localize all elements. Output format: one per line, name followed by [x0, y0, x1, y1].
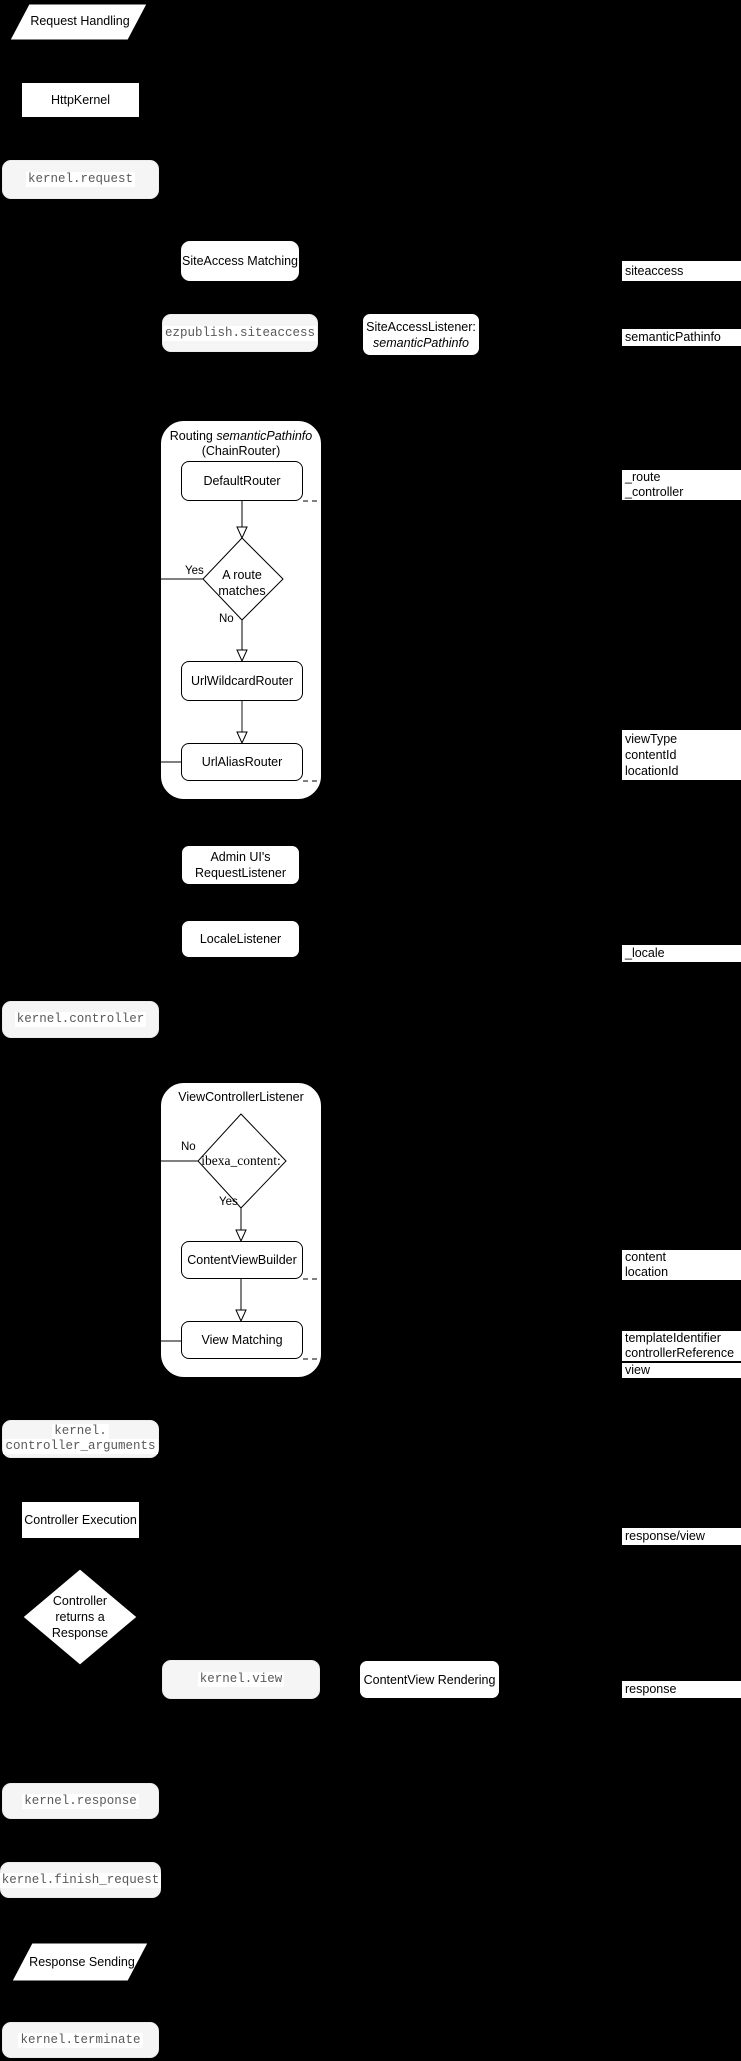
routing-container: Routing semanticPathinfo (ChainRouter) D…: [160, 420, 323, 800]
controller-returns-response-label: Controller returns a Response: [51, 1594, 109, 1640]
controller-returns-response-shape: [22, 1568, 138, 1666]
kernel-controller-event: kernel.controller: [2, 1001, 159, 1038]
ezpublish-siteaccess-event: ezpublish.siteaccess: [162, 314, 318, 352]
side-label-view: view: [622, 1363, 741, 1378]
side-label-template-controller-ref: templateIdentifier controllerReference: [622, 1331, 741, 1361]
kernel-response-event: kernel.response: [2, 1783, 159, 1819]
url-wildcard-router-node: UrlWildcardRouter: [181, 661, 303, 701]
response-sending-shape: [11, 1942, 149, 1982]
siteaccess-listener-node: SiteAccessListener: semanticPathinfo: [362, 313, 480, 356]
side-label-siteaccess: siteaccess: [622, 261, 741, 281]
kernel-view-event: kernel.view: [162, 1660, 320, 1699]
controller-execution-node: Controller Execution: [21, 1501, 140, 1539]
siteaccess-matching-node: SiteAccess Matching: [180, 240, 300, 282]
kernel-request-label: kernel.request: [25, 172, 136, 187]
ibexa-content-decision-label: ibexa_content:: [201, 1153, 281, 1168]
route-matches-decision-label: A route matches: [218, 568, 266, 598]
kernel-terminate-event: kernel.terminate: [2, 2022, 159, 2058]
view-matching-node: View Matching: [181, 1321, 303, 1359]
view-controller-listener-container: ViewControllerListener No ibexa_content:…: [160, 1082, 323, 1378]
request-handling-label: Request Handling: [30, 14, 130, 28]
siteaccess-listener-line1: SiteAccessListener:: [366, 319, 476, 334]
side-label-route-controller: _route _controller: [622, 470, 741, 500]
side-label-response-view: response/view: [622, 1528, 741, 1545]
route-matches-yes-label: Yes: [185, 565, 204, 577]
http-kernel-node: HttpKernel: [21, 82, 140, 118]
routing-title: Routing semanticPathinfo (ChainRouter): [169, 429, 313, 458]
content-view-builder-node: ContentViewBuilder: [181, 1241, 303, 1279]
side-label-content-location: content location: [622, 1250, 741, 1280]
vcl-connectors: [161, 1113, 323, 1360]
side-label-response: response: [622, 1681, 741, 1698]
url-alias-router-node: UrlAliasRouter: [181, 743, 303, 781]
side-label-view-params: viewType contentId locationId: [622, 730, 741, 780]
ibexa-content-yes-label: Yes: [219, 1196, 238, 1208]
kernel-controller-arguments-event: kernel. controller_arguments: [2, 1420, 159, 1458]
vcl-title: ViewControllerListener: [178, 1090, 304, 1104]
siteaccess-listener-line2: semanticPathinfo: [373, 335, 469, 350]
ezpublish-siteaccess-label: ezpublish.siteaccess: [162, 325, 318, 341]
side-label-locale: _locale: [622, 945, 741, 962]
admin-request-listener-node: Admin UI's RequestListener: [181, 845, 300, 885]
routing-connectors: [161, 500, 323, 782]
route-matches-no-label: No: [219, 613, 234, 625]
kernel-request-event: kernel.request: [2, 160, 159, 199]
locale-listener-node: LocaleListener: [181, 920, 300, 958]
ibexa-content-no-label: No: [181, 1141, 196, 1153]
side-label-semantic-pathinfo: semanticPathinfo: [622, 329, 741, 346]
http-kernel-label: HttpKernel: [50, 93, 111, 107]
request-handling-shape: [9, 3, 148, 41]
response-sending-label: Response Sending: [29, 1955, 135, 1969]
kernel-finish-request-event: kernel.finish_request: [0, 1862, 162, 1898]
contentview-rendering-node: ContentView Rendering: [359, 1660, 500, 1699]
siteaccess-matching-label: SiteAccess Matching: [181, 254, 299, 268]
default-router-node: DefaultRouter: [181, 461, 303, 501]
